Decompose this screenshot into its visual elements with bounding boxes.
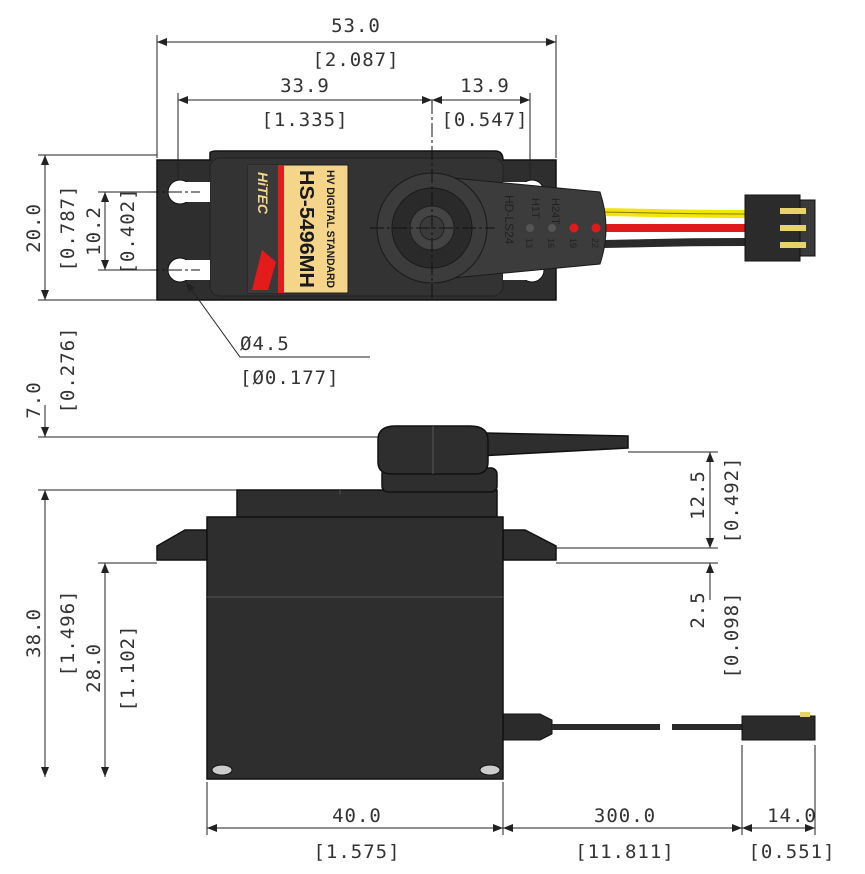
horn-hole-13: 13 <box>524 238 534 248</box>
dim-horn-height-in: [0.276] <box>57 326 79 413</box>
dim-hole-diameter: Ø4.5 <box>240 333 290 355</box>
dim-width-in: [0.787] <box>57 184 79 271</box>
servo-case <box>206 516 504 780</box>
horn-code-1: H1T <box>529 198 541 219</box>
dim-top-to-flange-in: [0.492] <box>721 456 743 543</box>
dim-overall-width: 53.0 <box>331 15 381 37</box>
dim-flange-height-in: [1.102] <box>117 624 139 711</box>
dim-cable-length: 300.0 <box>594 805 656 827</box>
dim-cable-length-in: [11.811] <box>575 841 675 863</box>
model-name: HS-5496MH <box>295 170 317 288</box>
dim-overall-width-in: [2.087] <box>312 49 399 71</box>
dim-flange-thickness-in: [0.098] <box>721 591 743 678</box>
dim-connector-length: 14.0 <box>767 805 817 827</box>
dim-connector-length-in: [0.551] <box>748 841 835 863</box>
dim-shaft-to-hole: 13.9 <box>460 75 510 97</box>
cable-side <box>502 712 816 741</box>
dim-hole-to-shaft: 33.9 <box>280 75 330 97</box>
servo-horn-side <box>377 425 629 475</box>
horn-hole-19: 19 <box>568 238 578 248</box>
side-view <box>156 425 816 780</box>
dim-top-to-flange: 12.5 <box>687 470 709 520</box>
horn-hole-16: 16 <box>546 238 556 248</box>
top-view: HiTEC HS-5496MH HV DIGITAL STANDARD HD-L… <box>145 100 816 301</box>
brand-logo: HiTEC <box>255 172 271 215</box>
horn-code-2: H24T <box>549 198 561 225</box>
cable-top <box>586 208 749 248</box>
dim-shaft-to-hole-in: [0.547] <box>441 109 528 131</box>
dim-hole-spacing: 10.2 <box>83 206 105 256</box>
dim-case-height: 38.0 <box>23 608 45 658</box>
dim-flange-thickness: 2.5 <box>687 591 709 628</box>
dim-case-height-in: [1.496] <box>57 589 79 676</box>
dim-horn-height: 7.0 <box>23 381 45 418</box>
servo-label: HiTEC HS-5496MH HV DIGITAL STANDARD <box>247 164 349 294</box>
side-dimensions: 7.0 [0.276] 38.0 [1.496] 28.0 [1.102] 12… <box>23 326 835 863</box>
dim-width: 20.0 <box>23 203 45 253</box>
dim-hole-diameter-in: [Ø0.177] <box>240 367 340 389</box>
model-subtitle: HV DIGITAL STANDARD <box>324 170 336 288</box>
dim-hole-to-shaft-in: [1.335] <box>261 109 348 131</box>
top-dimensions: 53.0 [2.087] 33.9 [1.335] 13.9 [0.547] 2… <box>23 15 557 389</box>
dim-case-length: 40.0 <box>332 805 382 827</box>
horn-hole-22: 22 <box>590 238 600 248</box>
dim-hole-spacing-in: [0.402] <box>117 187 139 274</box>
horn-part-number: HD-LS24 <box>502 195 516 245</box>
dim-case-length-in: [1.575] <box>313 841 400 863</box>
dim-flange-height: 28.0 <box>83 643 105 693</box>
center-lines <box>145 100 495 300</box>
connector-top <box>744 194 816 262</box>
